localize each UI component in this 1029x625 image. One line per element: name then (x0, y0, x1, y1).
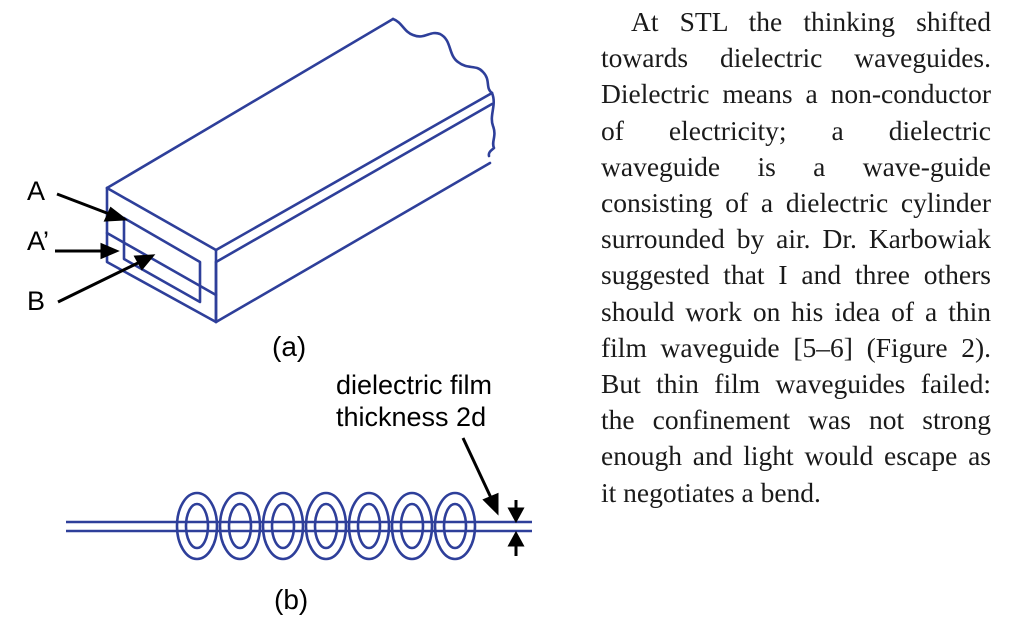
field-loop-outer (175, 491, 219, 561)
field-loop-inner (270, 502, 296, 550)
field-loop-inner (399, 502, 425, 550)
thin-film-drawing (66, 491, 532, 561)
film-block-drawing (105, 17, 496, 324)
inner-core-rectangle (122, 216, 202, 304)
article-paragraph: At STL the thinking shifted towards diel… (601, 6, 991, 508)
field-loop-inner (227, 502, 253, 550)
field-loops (175, 491, 477, 561)
film-pointer-line (461, 437, 494, 501)
arrow-a-head (103, 206, 129, 222)
field-loop-inner (442, 502, 468, 550)
block-top-right-edge (214, 91, 494, 252)
thickness-arrows (461, 437, 525, 556)
film-label-line2: thickness 2d (336, 402, 487, 432)
torn-edge-top (391, 17, 494, 95)
block-bottom-right-edge (214, 161, 492, 324)
field-loop-inner (356, 502, 382, 550)
caption-a: (a) (272, 331, 307, 362)
film-pointer-head (482, 492, 499, 516)
thickness-bottom-arrow-head (507, 530, 525, 547)
block-top-left-edge (105, 17, 395, 190)
field-loop-outer (261, 491, 305, 561)
field-loop-outer (347, 491, 391, 561)
block-layer-line (214, 102, 494, 264)
label-a-prime: A’ (27, 226, 50, 256)
field-loop-inner (313, 502, 339, 550)
arrow-b-head (133, 254, 156, 271)
waveguide-diagram (55, 17, 532, 561)
arrow-aprime-head (100, 242, 120, 260)
film-label-line1: dielectric film (336, 370, 493, 400)
thickness-top-arrow-head (507, 507, 525, 524)
torn-edge-side (487, 91, 496, 158)
label-a: A (27, 176, 46, 206)
field-loop-outer (218, 491, 262, 561)
arrow-a-line (56, 192, 113, 217)
field-loop-inner (184, 502, 210, 550)
field-loop-outer (433, 491, 477, 561)
field-loop-outer (390, 491, 434, 561)
label-arrows (55, 192, 156, 304)
arrow-b-line (57, 260, 141, 304)
label-b: B (27, 286, 46, 316)
field-loop-outer (304, 491, 348, 561)
block-front-top-edge (105, 186, 218, 252)
waveguide-figure: A A’ B (a) dielectric film thickness 2d … (27, 17, 532, 615)
caption-b: (b) (274, 584, 309, 615)
